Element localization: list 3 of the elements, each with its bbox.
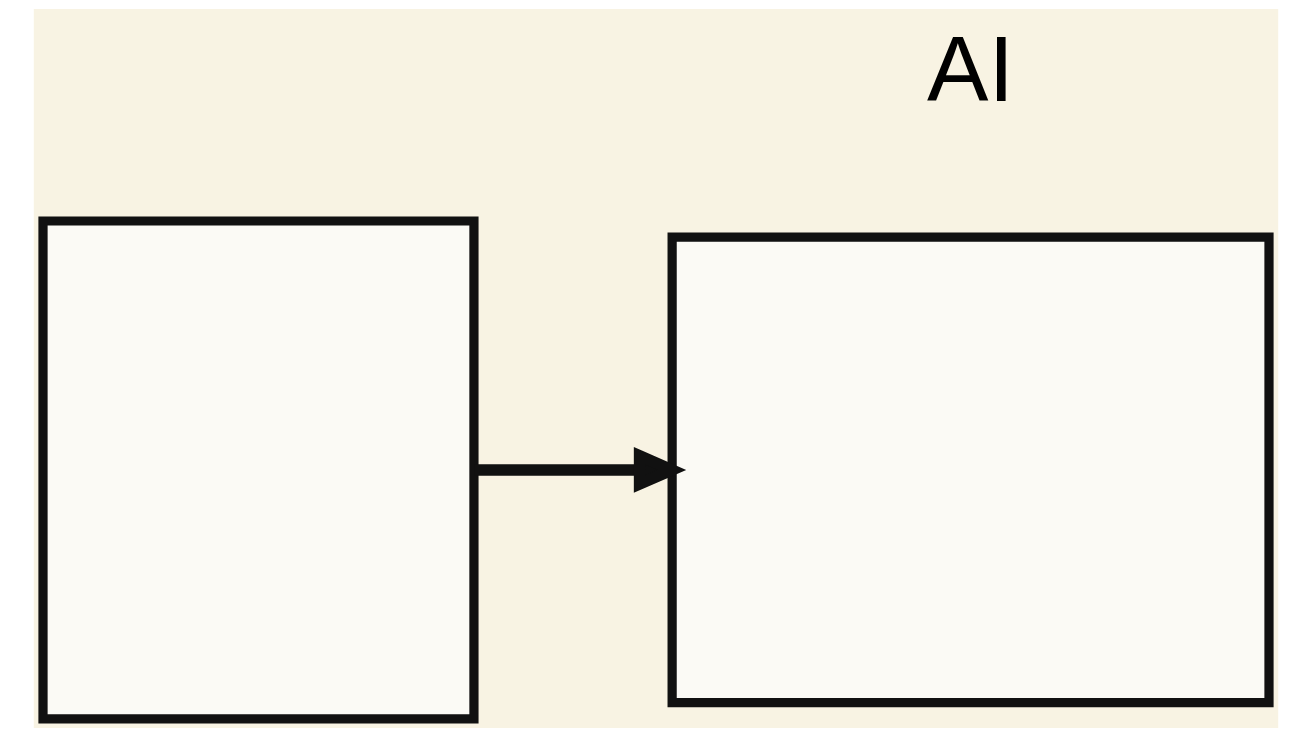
node-box	[38, 215, 479, 723]
node-box	[667, 232, 1274, 707]
label: AI	[927, 17, 1015, 121]
